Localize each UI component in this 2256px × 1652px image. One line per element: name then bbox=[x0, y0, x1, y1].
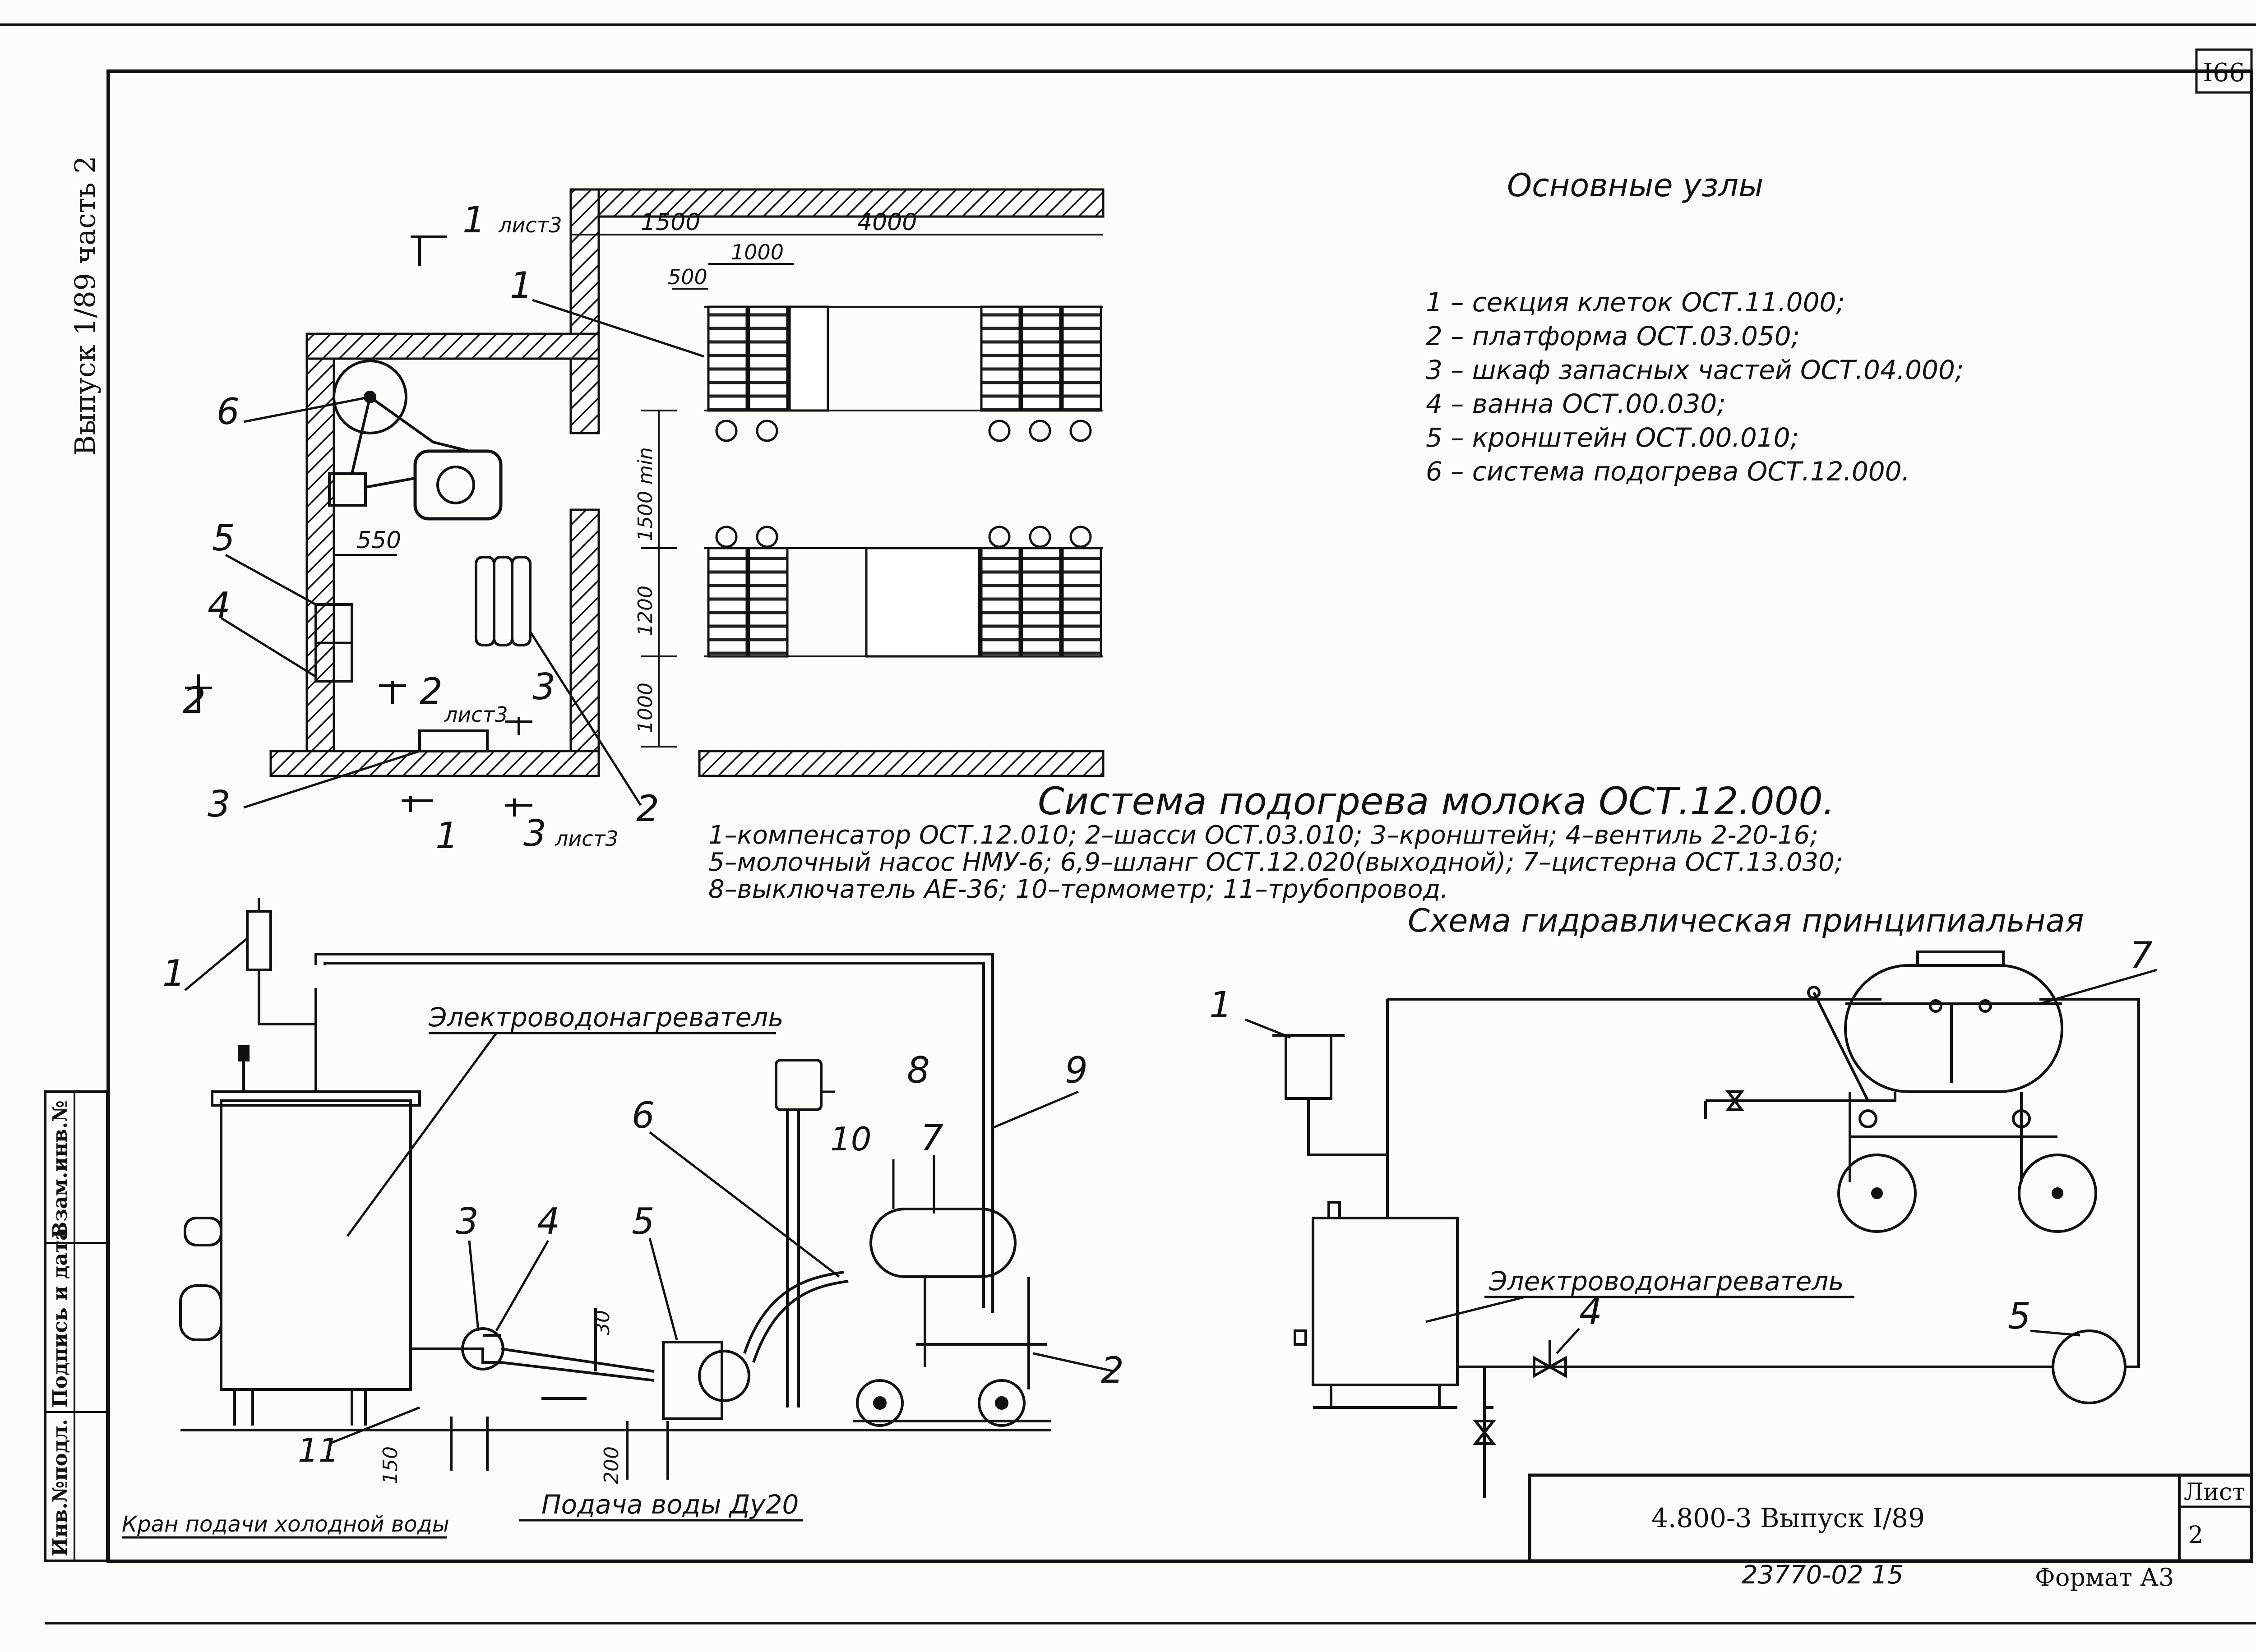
section-3-sheet: лист3 bbox=[555, 826, 619, 851]
section-2-right: 2 bbox=[420, 670, 443, 712]
sheet-number: 2 bbox=[2188, 1522, 2203, 1549]
equip-callout-10: 10 bbox=[830, 1120, 872, 1158]
main-unit-1: 1 – секция клеток ОСТ.11.000; bbox=[1426, 287, 1845, 318]
dim-1000-vert: 1000 bbox=[634, 683, 657, 733]
heating-legend-line-2: 5–молочный насос НМУ-6; 6,9–шланг ОСТ.12… bbox=[708, 848, 1843, 877]
dim-30: 30 bbox=[591, 1310, 614, 1335]
equip-callout-1: 1 bbox=[162, 952, 185, 994]
title-block: 4.800-3 Выпуск I/89 Лист 2 23770-02 15 Ф… bbox=[1528, 1473, 2253, 1592]
dim-1500min: 1500 min bbox=[634, 447, 657, 541]
main-units-title: Основные узлы bbox=[1507, 167, 1763, 204]
equipment-view bbox=[179, 898, 1051, 1480]
hydraulic-scheme-title: Схема гидравлическая принципиальная bbox=[1408, 902, 2084, 939]
sheet-label: Лист bbox=[2184, 1479, 2245, 1506]
strip-cell-3: Инв.№подл. bbox=[49, 1419, 72, 1556]
side-issue-label: Выпуск 1/89 часть 2 bbox=[69, 156, 102, 456]
heating-system-title: Система подогрева молока ОСТ.12.000. bbox=[1038, 779, 1835, 823]
approval-strip: Взам.инв.№ Подпись и дата Инв.№подл. bbox=[44, 1090, 109, 1562]
building-plan: 1500 4000 1000 500 550 1500 min 1200 100… bbox=[183, 188, 1105, 857]
strip-cell-1: Взам.инв.№ bbox=[49, 1100, 72, 1238]
archive-number: 23770-02 15 bbox=[1742, 1560, 1904, 1590]
section-1-top: 1 bbox=[462, 199, 485, 241]
heating-legend-line-3: 8–выключатель АЕ-36; 10–термометр; 11–тр… bbox=[708, 875, 1448, 904]
section-3-bottom: 3 bbox=[523, 812, 546, 854]
plan-callout-6: 6 bbox=[217, 391, 240, 433]
dim-550: 550 bbox=[356, 527, 401, 554]
dim-200: 200 bbox=[600, 1446, 623, 1484]
section-3-label: 3 bbox=[532, 666, 555, 708]
dim-1500: 1500 bbox=[641, 209, 700, 236]
heating-legend-line-1: 1–компенсатор ОСТ.12.010; 2–шасси ОСТ.03… bbox=[708, 821, 1818, 850]
plan-callout-2: 2 bbox=[636, 788, 659, 830]
main-unit-5: 5 – кронштейн ОСТ.00.010; bbox=[1426, 422, 1799, 453]
equip-callout-11: 11 bbox=[298, 1431, 339, 1469]
plan-callout-5: 5 bbox=[212, 517, 235, 559]
hydraulic-scheme bbox=[1272, 951, 2140, 1498]
scheme-callout-7: 7 bbox=[2130, 934, 2153, 976]
dim-150: 150 bbox=[379, 1446, 402, 1484]
equip-callout-4: 4 bbox=[537, 1200, 560, 1242]
main-unit-6: 6 – система подогрева ОСТ.12.000. bbox=[1426, 456, 1910, 487]
heating-system-caption: Система подогрева молока ОСТ.12.000. 1–к… bbox=[708, 779, 2084, 939]
water-supply-label: Подача воды Ду20 bbox=[541, 1489, 799, 1520]
main-units-list: Основные узлы 1 – секция клеток ОСТ.11.0… bbox=[1426, 167, 1964, 487]
scheme-callout-5: 5 bbox=[2008, 1295, 2031, 1337]
dim-1200: 1200 bbox=[634, 586, 657, 636]
document-code: 4.800-3 Выпуск I/89 bbox=[1651, 1503, 1925, 1533]
equip-callout-5: 5 bbox=[632, 1200, 655, 1242]
section-1-top-sheet: лист3 bbox=[498, 213, 562, 237]
main-unit-3: 3 – шкаф запасных частей ОСТ.04.000; bbox=[1426, 355, 1964, 385]
plan-callout-3: 3 bbox=[208, 783, 231, 825]
dim-500: 500 bbox=[668, 265, 707, 289]
plan-callout-1: 1 bbox=[510, 264, 533, 306]
plan-callout-4: 4 bbox=[208, 585, 231, 627]
water-heater-label: Электроводонагреватель bbox=[428, 1002, 784, 1033]
strip-cell-2: Подпись и дата bbox=[49, 1227, 72, 1407]
scheme-water-heater-label: Электроводонагреватель bbox=[1489, 1266, 1844, 1297]
section-2-sheet: лист3 bbox=[444, 702, 508, 727]
equipment-labels: Электроводонагреватель Кран подачи холод… bbox=[122, 937, 1124, 1539]
section-1-bottom: 1 bbox=[435, 815, 458, 857]
equip-callout-7: 7 bbox=[920, 1117, 943, 1159]
scheme-callout-1: 1 bbox=[1209, 984, 1232, 1026]
equip-callout-2: 2 bbox=[1101, 1349, 1124, 1391]
page-number: I66 bbox=[2203, 58, 2245, 88]
section-2-left: 2 bbox=[183, 679, 206, 721]
equip-callout-9: 9 bbox=[1065, 1049, 1088, 1091]
scheme-callout-4: 4 bbox=[1579, 1291, 1602, 1333]
equip-callout-3: 3 bbox=[456, 1200, 479, 1242]
dim-1000: 1000 bbox=[731, 240, 784, 264]
equip-callout-8: 8 bbox=[907, 1049, 930, 1091]
dim-4000: 4000 bbox=[857, 209, 917, 236]
equip-callout-6: 6 bbox=[632, 1094, 655, 1136]
main-unit-2: 2 – платформа ОСТ.03.050; bbox=[1426, 321, 1800, 351]
cold-water-tap-label: Кран подачи холодной воды bbox=[122, 1512, 449, 1537]
sheet-frame bbox=[0, 23, 2256, 1624]
hydraulic-labels: Электроводонагреватель 1 4 5 7 bbox=[1209, 934, 2157, 1354]
format-label: Формат А3 bbox=[2035, 1563, 2174, 1592]
main-unit-4: 4 – ванна ОСТ.00.030; bbox=[1426, 388, 1726, 419]
